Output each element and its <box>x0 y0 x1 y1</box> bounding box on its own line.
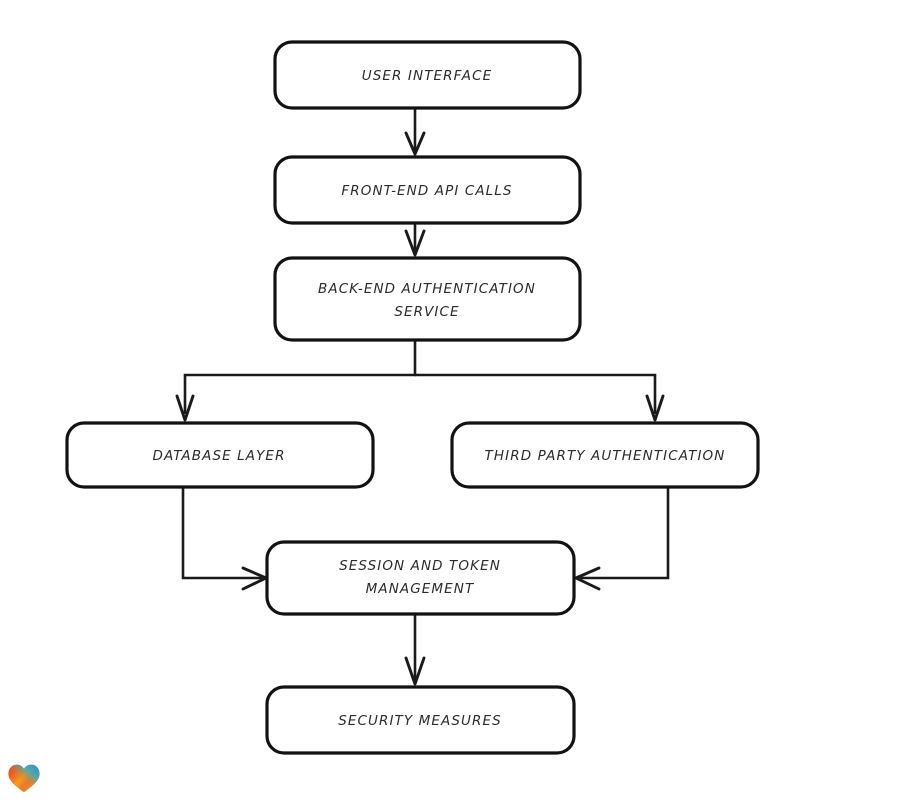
edge-thirdparty-to-session <box>574 487 670 591</box>
node-session-and-token-management-label-line2: MANAGEMENT <box>366 581 475 597</box>
node-back-end-authentication-service-label-line2: SERVICE <box>394 304 459 320</box>
node-user-interface[interactable]: USER INTERFACE <box>273 40 582 110</box>
node-database-layer[interactable]: DATABASE LAYER <box>65 421 375 489</box>
node-session-and-token-management[interactable]: SESSION AND TOKEN MANAGEMENT <box>265 540 576 616</box>
node-session-and-token-management-box[interactable] <box>265 540 576 616</box>
edge-api-to-backend <box>404 223 426 257</box>
node-front-end-api-calls-box[interactable] <box>273 155 582 225</box>
node-third-party-authentication-label: THIRD PARTY AUTHENTICATION <box>485 448 726 464</box>
node-security-measures-box[interactable] <box>265 685 576 755</box>
heart-icon <box>8 764 40 793</box>
edge-backend-to-thirdparty <box>645 394 665 422</box>
node-back-end-authentication-service-box[interactable] <box>273 256 582 342</box>
node-back-end-authentication-service-label-line1: BACK-END AUTHENTICATION <box>318 281 536 297</box>
node-user-interface-box[interactable] <box>273 40 582 110</box>
node-security-measures-label: SECURITY MEASURES <box>338 713 502 729</box>
edge-backend-branch-bus <box>183 340 657 414</box>
node-third-party-authentication-box[interactable] <box>450 421 760 489</box>
node-back-end-authentication-service[interactable]: BACK-END AUTHENTICATION SERVICE <box>273 256 582 342</box>
node-database-layer-box[interactable] <box>65 421 375 489</box>
edge-database-to-session <box>181 487 268 591</box>
node-security-measures[interactable]: SECURITY MEASURES <box>265 685 576 755</box>
node-third-party-authentication[interactable]: THIRD PARTY AUTHENTICATION <box>450 421 760 489</box>
node-session-and-token-management-label-line1: SESSION AND TOKEN <box>339 558 501 574</box>
heart-icon-fill <box>8 764 40 793</box>
node-database-layer-label: DATABASE LAYER <box>152 448 285 464</box>
node-user-interface-label: USER INTERFACE <box>362 68 492 84</box>
edge-ui-to-api <box>404 108 426 156</box>
edge-session-to-security <box>404 614 426 686</box>
edge-backend-to-database <box>175 394 195 422</box>
node-front-end-api-calls-label: FRONT-END API CALLS <box>341 183 512 199</box>
node-front-end-api-calls[interactable]: FRONT-END API CALLS <box>273 155 582 225</box>
